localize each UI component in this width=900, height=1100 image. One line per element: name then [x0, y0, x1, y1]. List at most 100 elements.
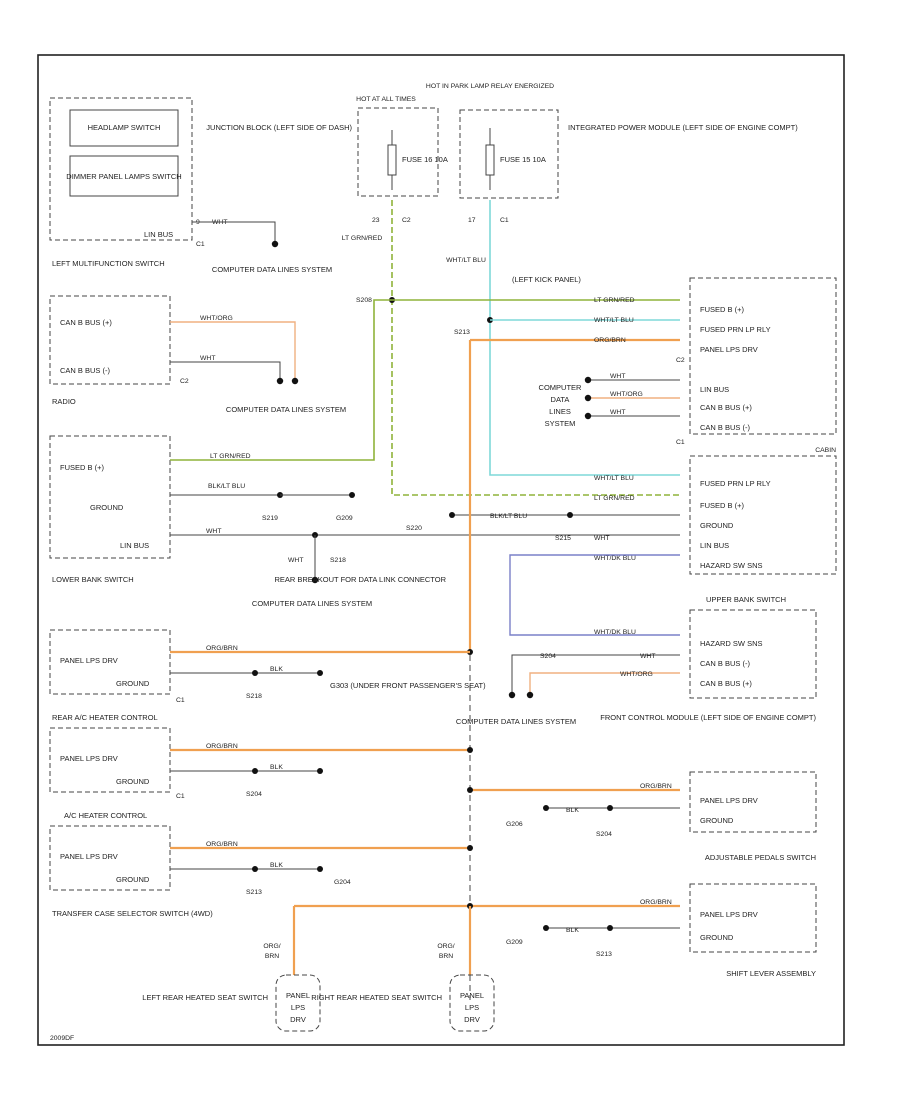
connector-c2-jb: C2 [402, 217, 411, 224]
fuse-16-label: FUSE 16 10A [402, 155, 448, 164]
splice-dot-ub-1 [508, 691, 516, 699]
wire-label-wht-lt-blu-cabin: WHT/LT BLU [594, 475, 634, 482]
fuse-15-symbol [485, 128, 495, 190]
radio-box [49, 295, 171, 385]
connector-c1-ipm: C1 [500, 217, 509, 224]
headlamp-switch-box [69, 109, 179, 147]
wire-label-org-brn-ach: ORG/BRN [206, 841, 238, 848]
connector-c1-lmf: C1 [196, 241, 205, 248]
adjustable-pedals-label: ADJUSTABLE PEDALS SWITCH [705, 853, 816, 862]
connector-c2-rm: C2 [676, 357, 685, 364]
wire-label-org-brn-ap: ORG/BRN [640, 899, 672, 906]
splice-dot-rac [252, 768, 258, 774]
junction-block-label: JUNCTION BLOCK (LEFT SIDE OF DASH) [206, 123, 352, 132]
wire-label-wht-rm-2: WHT [610, 409, 625, 416]
ipm-label: INTEGRATED POWER MODULE (LEFT SIDE OF EN… [568, 123, 798, 132]
wire-label-wht-rm-1: WHT [610, 373, 625, 380]
dimmer-switch-label: DIMMER PANEL LAMPS SWITCH [66, 172, 181, 181]
cabin-label: CABIN [815, 447, 836, 454]
wire-label-blk-ap: BLK [566, 927, 579, 934]
splice-s218-b: S218 [246, 693, 262, 700]
wire-radio-can-plus [170, 321, 296, 378]
splice-dot-radio-2 [291, 377, 299, 385]
pin-17: 17 [468, 217, 476, 224]
splice-s220: S220 [406, 525, 422, 532]
front-control-box [689, 771, 817, 833]
splice-dot-pm1 [252, 670, 258, 676]
left-heated-seat-label: LEFT REAR HEATED SEAT SWITCH [142, 993, 268, 1002]
wire-label-lt-grn-red-cabin: LT GRN/RED [594, 495, 635, 502]
wire-label-org-brn-rs-2: BRN [439, 953, 453, 960]
splice-dot-rm-2 [584, 394, 592, 402]
ground-g209-ap: G209 [506, 939, 523, 946]
wire-label-wht-ub: WHT [640, 653, 655, 660]
splice-dot-lmf [271, 240, 279, 248]
pin-23: 23 [372, 217, 380, 224]
dimmer-switch-box [69, 155, 179, 197]
wire-label-blk-fcm: BLK [566, 807, 579, 814]
wire-label-org-brn-fcm: ORG/BRN [640, 783, 672, 790]
ap-pin-ground: GROUND [700, 933, 734, 942]
rs-pin-1: PANEL [460, 991, 484, 1000]
radio-pin-can-plus: CAN B BUS (+) [60, 318, 112, 327]
wire-label-blk-pm1: BLK [270, 666, 283, 673]
rs-pin-2: LPS [465, 1003, 479, 1012]
lower-bank-pin-ground: GROUND [90, 503, 124, 512]
wire-ub-can-plus [529, 672, 680, 692]
cdl-stack-2: DATA [551, 395, 570, 404]
rm-pin-can-plus: CAN B BUS (+) [700, 403, 752, 412]
ub-pin-hazard: HAZARD SW SNS [700, 639, 763, 648]
splice-s208: S208 [356, 297, 372, 304]
connector-c1-pm1: C1 [176, 697, 185, 704]
diagram-frame [37, 54, 845, 1046]
panel-module-1-box [49, 629, 171, 695]
splice-rac [467, 747, 473, 753]
wire-label-wht-lb: WHT [206, 528, 221, 535]
wire-lt-grn-red-feed [391, 200, 680, 496]
splice-dot-ub-2 [526, 691, 534, 699]
rear-ac-box [49, 727, 171, 793]
ground-dot-rac [317, 768, 323, 774]
ac-heater-box [49, 825, 171, 891]
rm-pin-fused-b: FUSED B (+) [700, 305, 744, 314]
splice-s218: S218 [330, 557, 346, 564]
ls-pin-2: LPS [291, 1003, 305, 1012]
cabin-pin-fused-prn: FUSED PRN LP RLY [700, 479, 771, 488]
cabin-pin-ground: GROUND [700, 521, 734, 530]
junction-block-box [357, 107, 439, 197]
right-seat-switch-box [449, 974, 495, 1032]
ground-g204-ach: G204 [334, 879, 351, 886]
splice-dot-rm-1 [584, 376, 592, 384]
splice-dot-ap [607, 925, 613, 931]
wire-label-blk-lb: BLK/LT BLU [208, 483, 245, 490]
radio-label: RADIO [52, 397, 76, 406]
ipm-box [459, 109, 559, 199]
upper-bank-box [689, 609, 817, 699]
ub-pin-can-minus: CAN B BUS (-) [700, 659, 751, 668]
pm1-pin-ground: GROUND [116, 679, 150, 688]
cdl-label-4: COMPUTER DATA LINES SYSTEM [456, 717, 576, 726]
cdl-label-3: COMPUTER DATA LINES SYSTEM [252, 599, 372, 608]
pm1-pin-panel: PANEL LPS DRV [60, 656, 118, 665]
wire-label-wht-lt-blu-v: WHT/LT BLU [446, 257, 486, 264]
wire-label-blk-cabin: BLK/LT BLU [490, 513, 527, 520]
wire-hazard [509, 554, 680, 636]
fcm-pin-panel: PANEL LPS DRV [700, 796, 758, 805]
rm-pin-lin: LIN BUS [700, 385, 729, 394]
wire-label-wht-dk-blu-ub: WHT/DK BLU [594, 629, 636, 636]
shift-lever-label: SHIFT LEVER ASSEMBLY [726, 969, 816, 978]
cdl-label-1: COMPUTER DATA LINES SYSTEM [212, 265, 332, 274]
rac-pin-ground: GROUND [116, 777, 150, 786]
left-seat-switch-box [275, 974, 321, 1032]
splice-dot-radio-1 [276, 377, 284, 385]
lower-bank-pin-fused-b: FUSED B (+) [60, 463, 104, 472]
wire-label-wht-org-radio: WHT/ORG [200, 315, 233, 322]
under-front-seat-label: G303 (UNDER FRONT PASSENGER'S SEAT) [330, 681, 486, 690]
wire-lower-bank-fused-b [170, 299, 680, 461]
splice-s213-ap: S213 [596, 951, 612, 958]
splice-fcm [467, 787, 473, 793]
wire-label-lt-grn-red-rm: LT GRN/RED [594, 297, 635, 304]
wire-label-blk-rac: BLK [270, 764, 283, 771]
ground-dot-fcm [543, 805, 549, 811]
